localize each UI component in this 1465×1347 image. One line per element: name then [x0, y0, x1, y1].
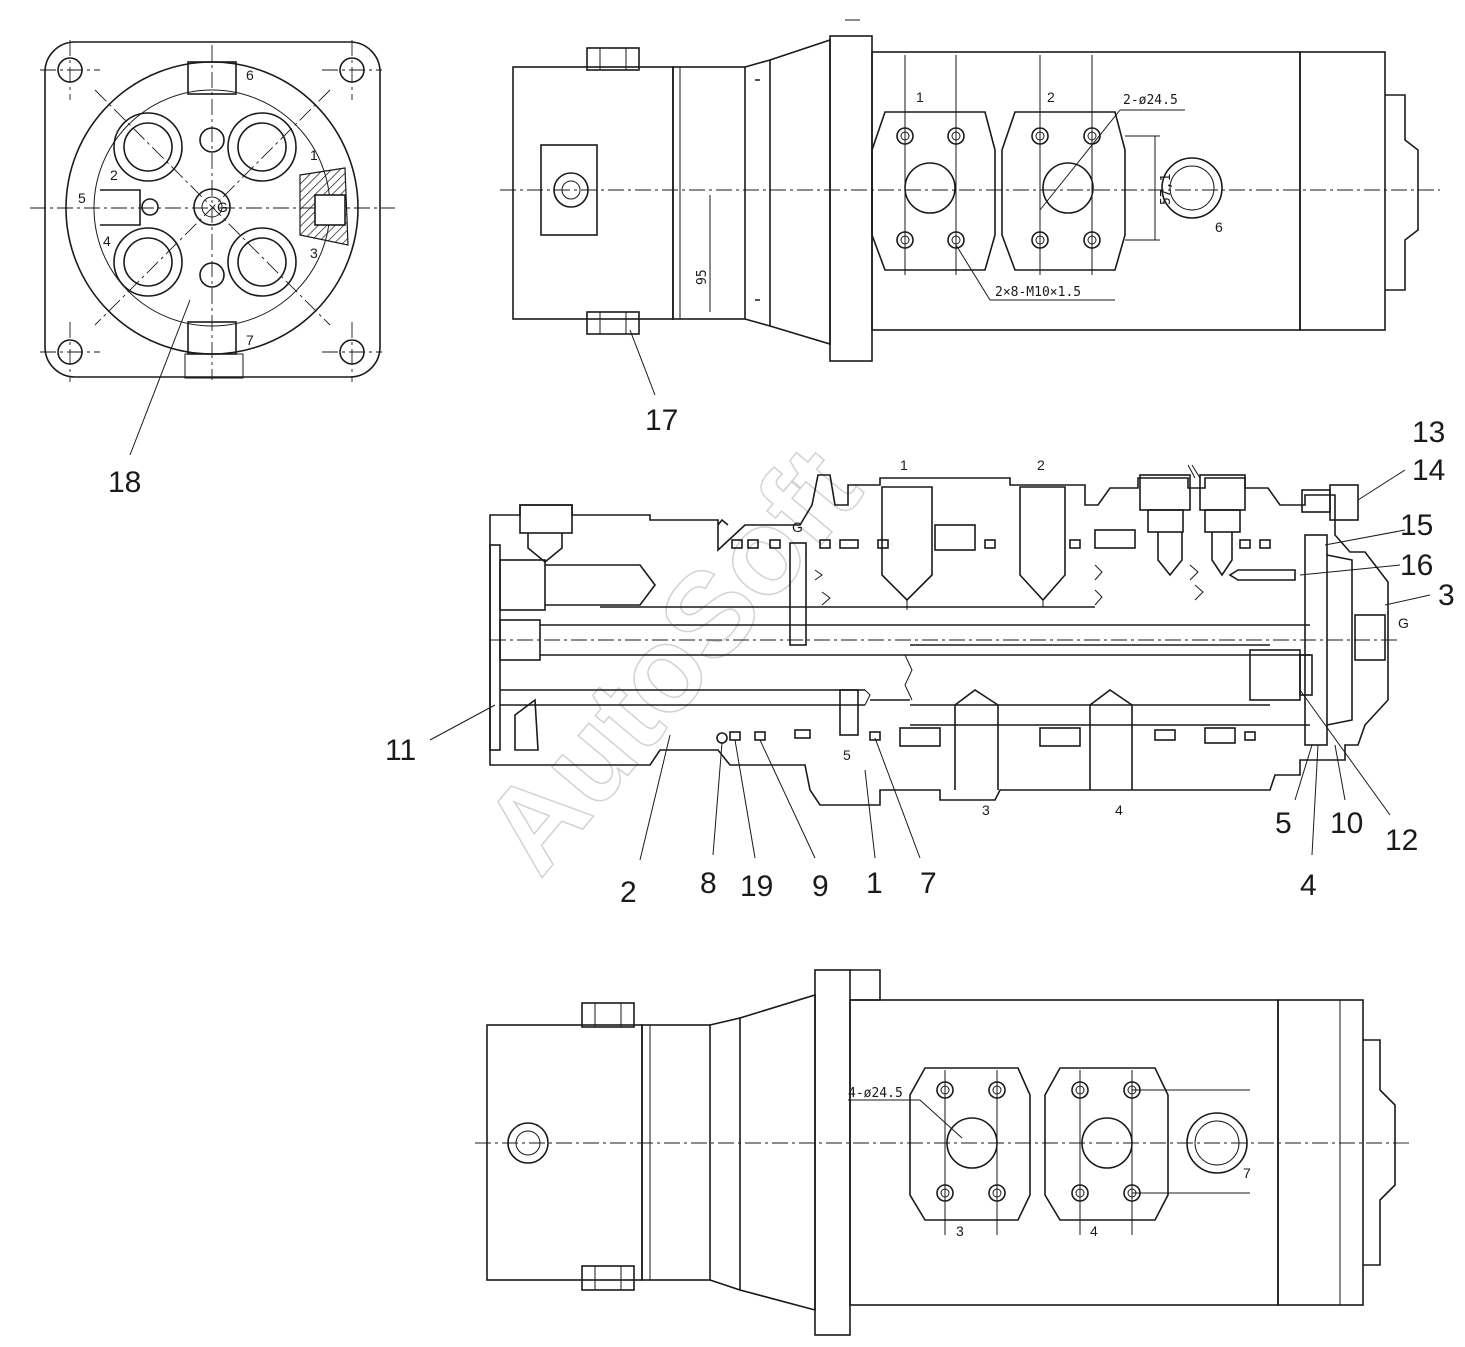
end-view	[30, 40, 395, 382]
section-port-label-4: 4	[1115, 802, 1123, 818]
bottom-port-label-4: 4	[1090, 1223, 1098, 1239]
callout-13: 13	[1412, 416, 1445, 449]
callout-7: 7	[920, 867, 937, 900]
note-threads: 2×8-M10×1.5	[995, 285, 1081, 300]
bottom-view	[475, 969, 1410, 1336]
callout-18: 18	[108, 466, 141, 499]
callout-10: 10	[1330, 807, 1363, 840]
bottom-port-label-7: 7	[1243, 1165, 1251, 1181]
end-port-label-3: 3	[310, 245, 318, 261]
section-port-label-1: 1	[900, 457, 908, 473]
callout-9: 9	[812, 870, 829, 903]
section-view	[489, 464, 1400, 806]
bottom-port-label-3: 3	[956, 1223, 964, 1239]
top-port-label-2: 2	[1047, 89, 1055, 105]
callout-11: 11	[385, 734, 416, 767]
callout-2: 2	[620, 876, 637, 909]
end-view-labels: 6 2 1 5 G 4 3 7	[78, 67, 318, 348]
end-port-label-g: G	[217, 199, 228, 215]
section-leaders	[429, 469, 1431, 861]
end-port-label-2: 2	[110, 167, 118, 183]
dimension-57-1: 57,1	[1159, 174, 1174, 205]
seal-row-top	[731, 524, 1271, 551]
end-port-label-4: 4	[103, 233, 111, 249]
section-label-g-right: G	[1398, 615, 1409, 631]
section-port-label-5: 5	[843, 747, 851, 763]
callout-1: 1	[866, 867, 883, 900]
end-port-label-5: 5	[78, 190, 86, 206]
callout-16: 16	[1400, 549, 1433, 582]
bottom-view-labels: 4-ø24.5 3 4 7	[848, 1086, 1251, 1239]
note-holes-bottom: 4-ø24.5	[848, 1086, 903, 1101]
top-view-labels: 1 2 6 95 57,1 2-ø24.5 2×8-M10×1.5	[695, 89, 1223, 300]
callout-15: 15	[1400, 509, 1433, 542]
callout-12: 12	[1385, 824, 1418, 857]
callout-17: 17	[645, 404, 678, 437]
leader-18: 18	[108, 299, 191, 499]
end-port-label-6: 6	[246, 67, 254, 83]
section-label-g-left: G	[792, 519, 803, 535]
top-port-label-1: 1	[916, 89, 924, 105]
dimension-95: 95	[695, 269, 710, 285]
end-port-label-1: 1	[310, 147, 318, 163]
top-view	[500, 19, 1440, 362]
callout-8: 8	[700, 867, 717, 900]
section-port-label-3: 3	[982, 802, 990, 818]
leader-17: 17	[629, 329, 678, 437]
callout-3: 3	[1438, 579, 1455, 612]
top-port-label-6: 6	[1215, 219, 1223, 235]
seal-row-bottom	[729, 727, 1256, 747]
callout-4: 4	[1300, 869, 1317, 902]
section-callouts: 13 14 15 16 3 11 2 8 19 9 1 7 5 10 12 4	[385, 416, 1455, 909]
note-holes-top: 2-ø24.5	[1123, 93, 1178, 108]
callout-5: 5	[1275, 807, 1292, 840]
callout-14: 14	[1412, 454, 1445, 487]
end-port-label-7: 7	[246, 332, 254, 348]
section-port-label-2: 2	[1037, 457, 1045, 473]
callout-19: 19	[740, 870, 773, 903]
section-view-labels: 1 2 3 4 5 G G	[792, 457, 1409, 818]
